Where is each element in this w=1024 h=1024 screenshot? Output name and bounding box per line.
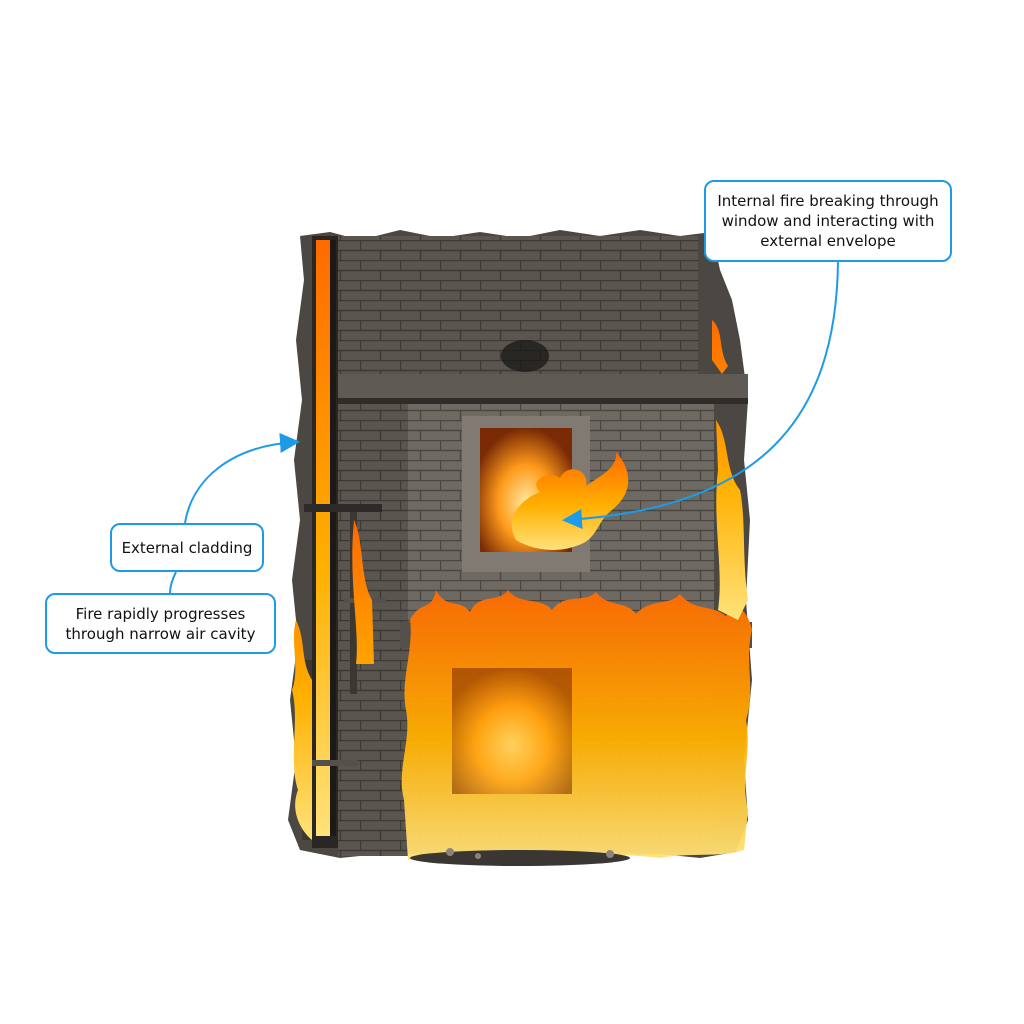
window-fire-callout: Internal fire breaking through window an… xyxy=(704,180,952,262)
flames xyxy=(292,320,752,860)
cladding-callout-text: External cladding xyxy=(121,538,253,557)
left-edge-flames xyxy=(292,520,374,840)
air-cavity-fire xyxy=(316,240,332,836)
air-cavity-callout: Fire rapidly progresses through narrow a… xyxy=(45,593,276,654)
cladding-to-cavity-link xyxy=(169,571,177,594)
window-callout-arrow xyxy=(562,261,839,529)
cladding-callout-arrow xyxy=(184,432,300,524)
air-cavity-callout-text: Fire rapidly progresses through narrow a… xyxy=(65,604,256,643)
rubble xyxy=(410,848,630,866)
cladding-callout: External cladding xyxy=(110,523,264,572)
window-fire-callout-text: Internal fire breaking through window an… xyxy=(717,192,939,250)
right-edge-flames xyxy=(712,320,748,620)
window-flame xyxy=(511,452,629,550)
